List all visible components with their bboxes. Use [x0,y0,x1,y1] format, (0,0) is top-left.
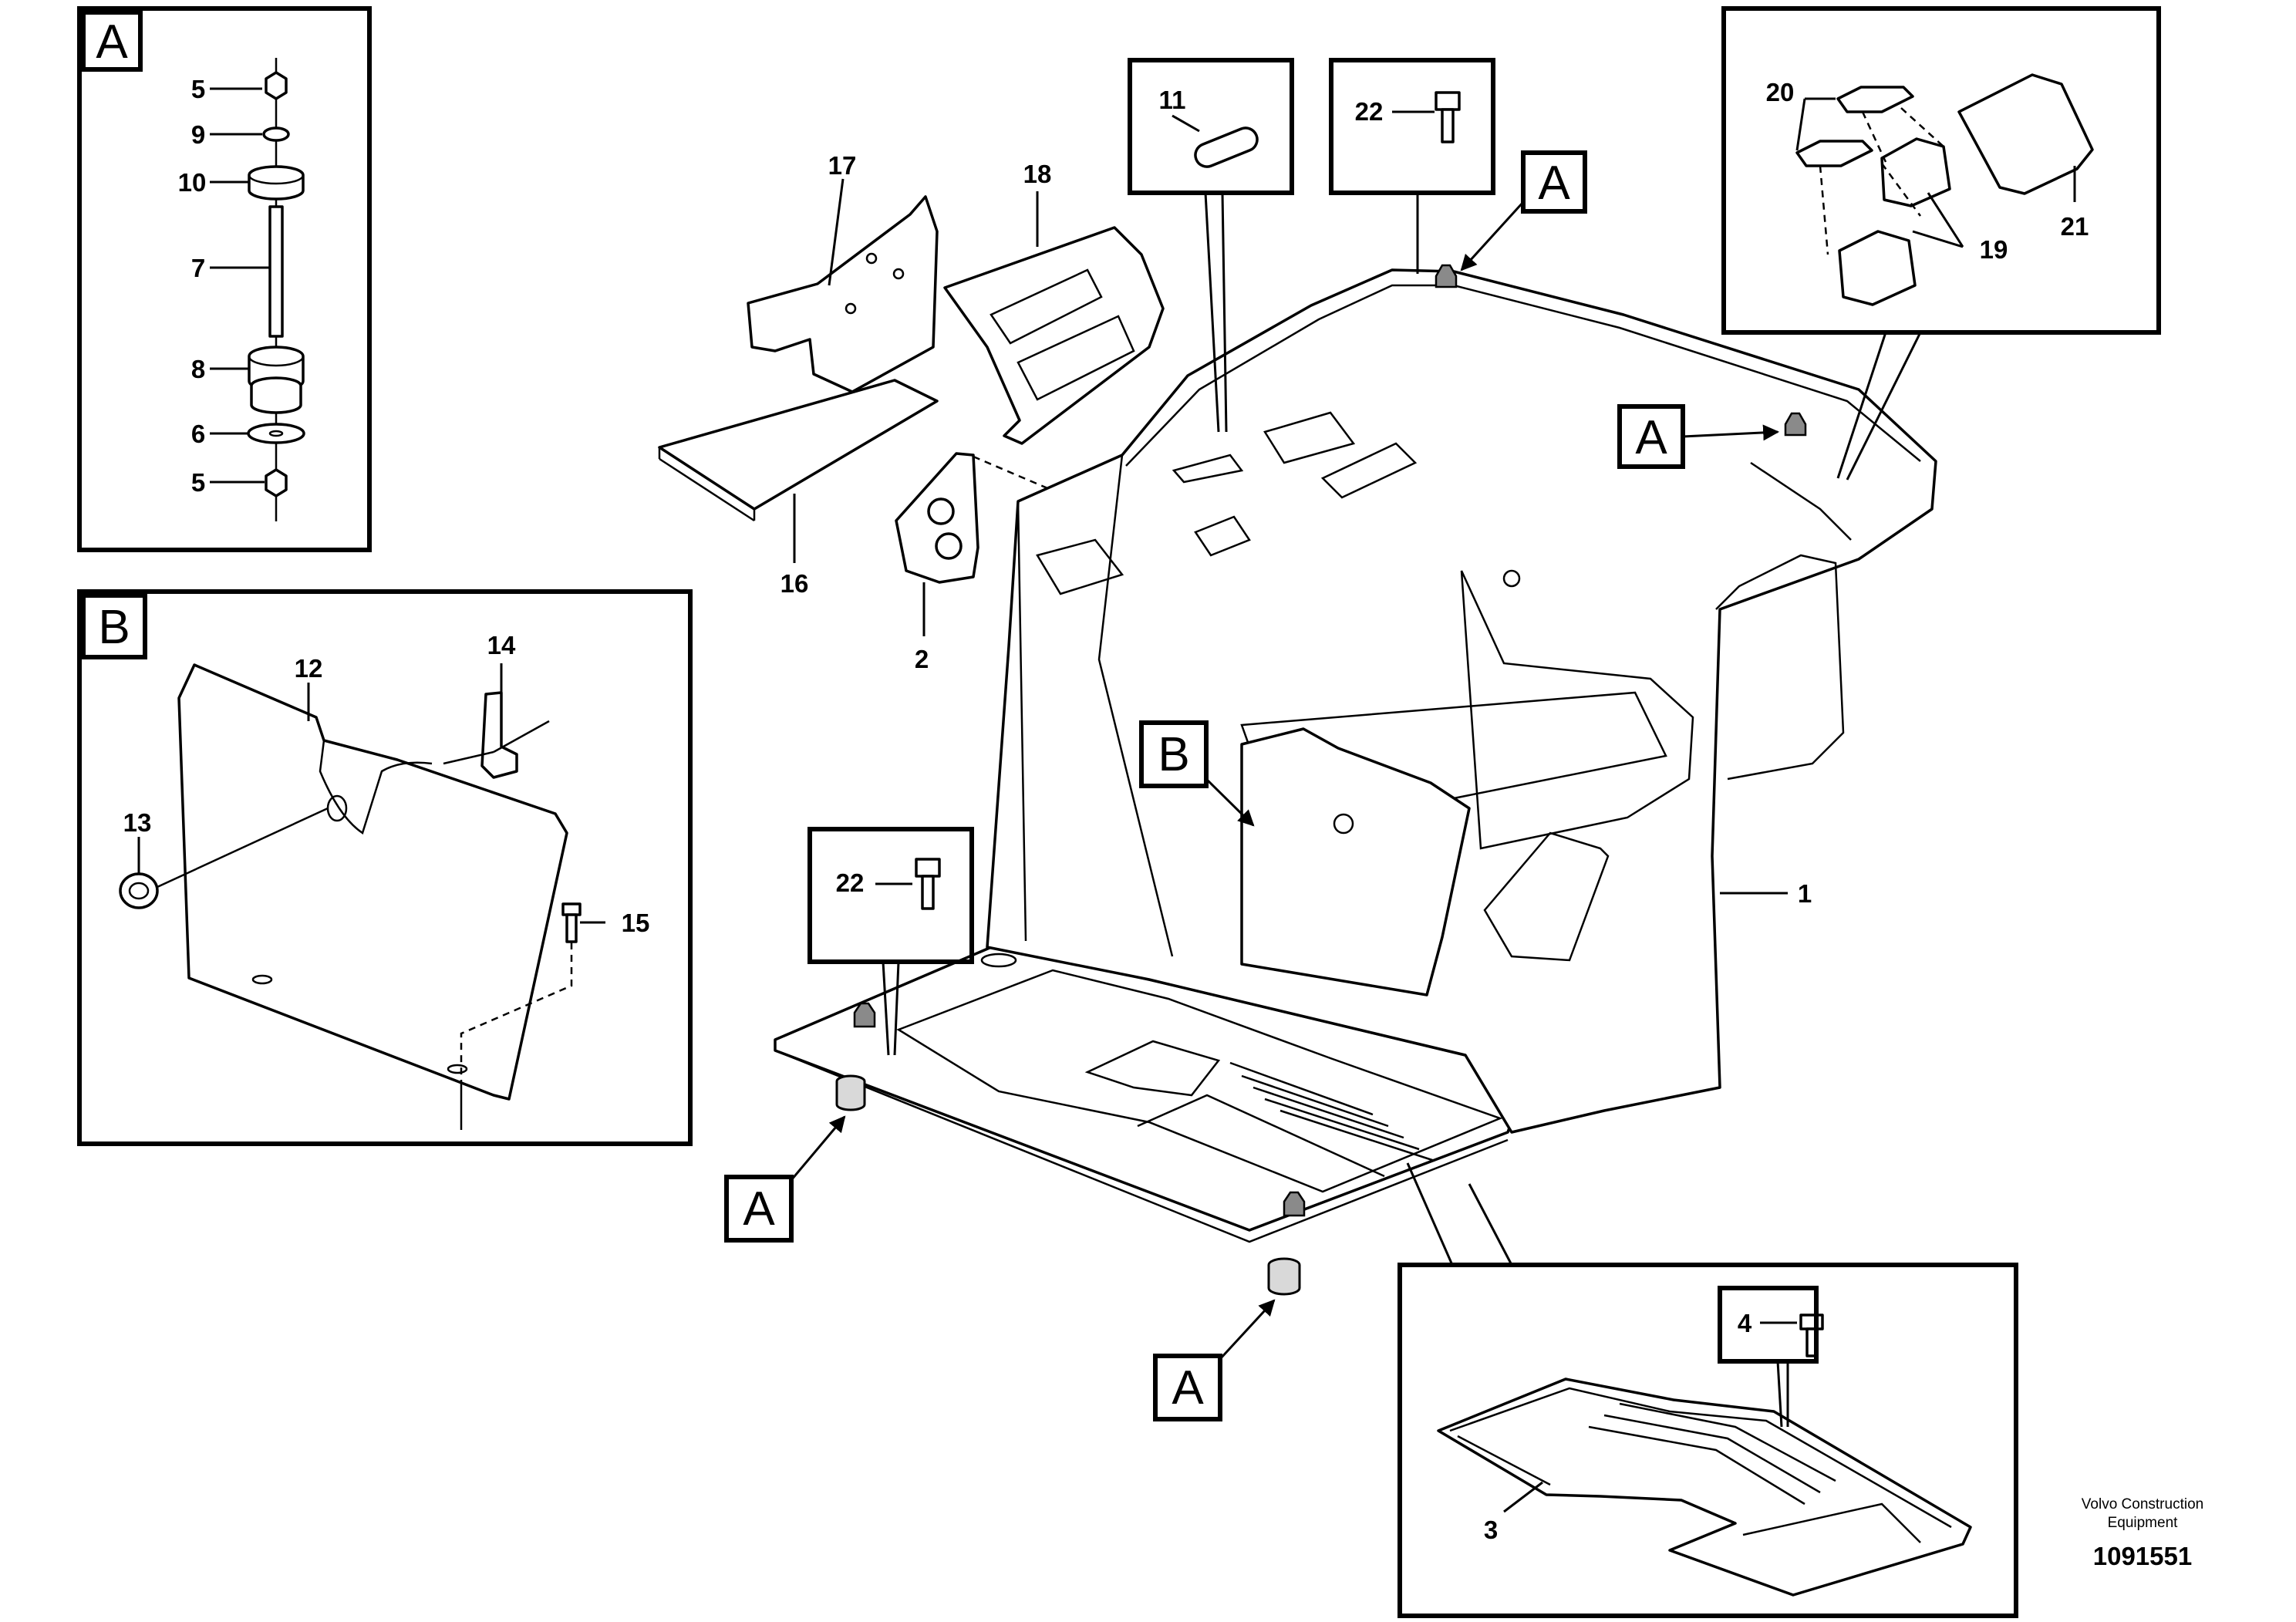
ref-a-bottom-left-frame [724,1175,794,1243]
callout-20: 20 [1766,78,1795,106]
inset-a-frame [77,6,372,552]
callout-box-4-frame [1718,1286,1819,1364]
callout-4: 4 [1738,1309,1752,1337]
bolt-22-lower-head [915,858,941,878]
long-bolt-part [268,205,284,338]
nut-top-part [265,71,288,100]
floor-strip-16-part [658,379,939,511]
clip-20-upper [1836,86,1914,113]
callout-5-bottom: 5 [191,468,205,497]
callout-box-22-lower-frame [807,827,974,964]
drawing-footer: Volvo Construction Equipment 1091551 [2082,1496,2203,1570]
callout-19: 19 [1980,235,2008,264]
mount-foot-front [1267,1257,1301,1296]
ref-a-right-label: A [1635,411,1667,464]
inset-b-frame [77,589,693,1146]
bracket-part [480,691,518,779]
callout-12: 12 [295,654,323,683]
clip-20-lower [1795,140,1873,167]
cup-21-part [1957,73,2094,195]
bolt-22-top-shank [1441,108,1455,143]
ref-b-main-label: B [1158,728,1189,781]
small-washer-part [262,126,290,142]
manufacturer-line-2: Equipment [2108,1515,2179,1531]
inset-b-label-box [81,593,147,659]
detail-reference-b-main: B [1139,720,1255,827]
trim-panel-18-part [943,226,1165,445]
inset-a-label: A [96,15,128,69]
callout-15: 15 [622,909,650,937]
callout-14: 14 [487,631,516,659]
top-stud-2 [1784,412,1807,437]
flat-washer-part [247,423,305,444]
mount-bolt-left [853,1002,876,1028]
cab-side-panel-b [1240,727,1471,996]
callout-3: 3 [1484,1516,1498,1544]
detail-reference-a-bottom: A [1153,1299,1276,1421]
callout-1: 1 [1798,879,1812,908]
callout-22-top: 22 [1355,97,1384,126]
cab-wall-part [986,268,1937,1134]
ref-a-top-frame [1521,150,1587,214]
drawing-number: 1091551 [2093,1542,2192,1570]
callout-box-22-lower: 22 [807,827,974,1056]
callout-box-11: 11 [1128,58,1294,433]
callout-box-22-top: 22 [1329,58,1495,274]
rubber-mount-lower-part [250,376,302,414]
holder-19-upper [1880,137,1951,207]
callout-7: 7 [191,254,205,282]
ref-a-bottom-label: A [1172,1361,1204,1415]
trim-panel-17-part [747,195,939,393]
callout-box-22-top-frame [1329,58,1495,195]
detail-reference-a-bottom-left: A [724,1115,846,1243]
top-stud-1 [1435,264,1458,288]
nut-bottom-part [265,468,288,497]
callout-6: 6 [191,420,205,448]
ref-a-bottom-frame [1153,1354,1222,1421]
callout-2: 2 [915,645,929,673]
callout-17: 17 [828,151,857,180]
callout-5-top: 5 [191,75,205,103]
callout-22-lower: 22 [836,868,865,897]
callout-10: 10 [178,168,207,197]
mount-foot-left [835,1074,866,1111]
bolt-4-head [1799,1313,1824,1330]
inset-floor-mat-frame [1397,1263,2018,1618]
inset-b-side-panel: B 12 14 13 15 [77,589,693,1146]
callout-18: 18 [1023,160,1052,188]
grab-handle-part [1194,126,1259,168]
inset-a-label-box [81,10,143,72]
inset-cup-holders: 20 19 21 [1721,6,2161,481]
ref-b-main-frame [1139,720,1209,788]
detail-reference-a-right: A [1617,404,1780,469]
mount-bolt-front [1283,1191,1306,1217]
screw-part [561,902,582,916]
callout-box-11-frame [1128,58,1294,195]
manufacturer-line-1: Volvo Construction [2082,1496,2203,1512]
callout-9: 9 [191,120,205,149]
floor-mat-part [1437,1378,1972,1597]
cab-body: 1 [774,264,1937,1296]
bolt-22-lower-shank [921,875,935,910]
callout-11: 11 [1159,86,1186,114]
callout-16: 16 [781,569,809,598]
holder-19-lower [1838,230,1917,306]
inset-a-damper-kit: A 5 9 10 7 8 6 5 [77,6,372,552]
inset-floor-mat: 4 3 [1397,1162,2018,1618]
callout-8: 8 [191,355,205,383]
floor-ribs [1229,1061,1435,1162]
callout-13: 13 [123,808,152,837]
side-panel-part [177,663,568,1101]
callout-21: 21 [2061,212,2089,241]
ref-a-top-label: A [1538,157,1570,210]
ref-a-bottom-left-label: A [743,1182,775,1236]
upper-loose-panels: 17 16 18 2 [658,151,1182,673]
bolt-22-top-head [1435,91,1461,111]
inset-b-label: B [98,601,130,654]
inset-cup-holders-frame [1721,6,2161,335]
grommet-part [119,872,159,909]
detail-reference-a-top: A [1460,150,1587,271]
